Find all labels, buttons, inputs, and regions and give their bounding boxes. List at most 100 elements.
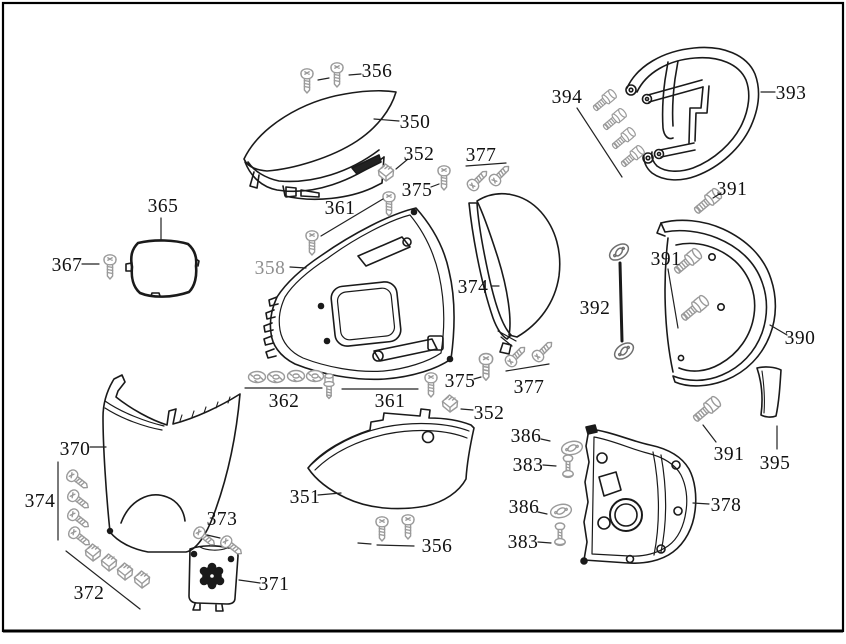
foot: [499, 342, 512, 355]
inner-line: [278, 214, 445, 372]
label-395: 395: [760, 453, 791, 474]
label-372: 372: [74, 583, 105, 604]
bolt-394-3: [609, 125, 638, 152]
leader-356-top-b: [348, 73, 362, 76]
clip-372-4: [133, 570, 151, 589]
clip-372-1: [84, 543, 102, 562]
ribs: [263, 296, 279, 359]
part-393-carrier-rack: [625, 46, 760, 181]
dot: [410, 208, 418, 216]
label-356-top: 356: [362, 61, 393, 82]
leader-373: [206, 534, 221, 539]
label-370: 370: [60, 439, 91, 460]
bolt-394-1: [590, 87, 619, 114]
screw-361-a: [305, 230, 319, 256]
foot: [249, 171, 260, 189]
screw-367: [103, 254, 117, 280]
screw-361-c: [424, 372, 438, 398]
label-350: 350: [400, 112, 431, 133]
part-350-top-cover: [243, 90, 397, 201]
label-375-bottom: 375: [445, 371, 476, 392]
crossbar-end-hole: [656, 151, 662, 157]
leader-383-upper: [542, 464, 557, 467]
label-391-middle: 391: [651, 249, 682, 270]
leader-372: [65, 550, 141, 610]
label-377-middle: 377: [514, 377, 545, 398]
label-352-top: 352: [404, 144, 435, 165]
corner-screw: [190, 550, 198, 558]
strap-hinge: [402, 237, 412, 247]
outline: [102, 374, 241, 553]
washer-362-1: [247, 370, 267, 384]
end-cap: [642, 152, 654, 164]
hole: [421, 430, 435, 444]
outline: [583, 428, 697, 564]
leader-386-upper: [540, 438, 551, 442]
inner-tube: [636, 56, 750, 172]
leader-391-top: [712, 192, 722, 199]
grommet-392-bottom: [610, 338, 638, 364]
leader-371: [238, 579, 261, 584]
leader-375-top: [430, 183, 440, 188]
inner-arch: [120, 494, 186, 524]
flange-arc: [664, 237, 674, 373]
hole: [677, 354, 685, 362]
screw-383-lower: [554, 522, 566, 547]
hole: [625, 554, 635, 564]
clip-352-top: [377, 163, 395, 182]
label-365: 365: [148, 196, 179, 217]
screw-361-b: [382, 191, 396, 217]
end-cap: [625, 84, 637, 96]
bolt-391-mid-b: [678, 293, 711, 324]
screw-375-top: [437, 165, 451, 191]
label-391-top: 391: [717, 179, 748, 200]
washer-362-4: [305, 369, 325, 383]
rosette-petal: [215, 576, 225, 586]
outline: [243, 90, 397, 172]
label-374-windshield: 374: [458, 277, 489, 298]
label-386-upper: 386: [511, 426, 542, 447]
opening-outer: [330, 281, 402, 347]
screw-374-4: [65, 524, 94, 550]
outline: [188, 545, 239, 605]
tab-bottom: [150, 292, 161, 297]
strap-end: [372, 350, 384, 362]
part-371-grille-plate: [188, 545, 239, 612]
corner-screw: [227, 555, 235, 563]
ring: [129, 239, 198, 298]
body: [476, 193, 561, 338]
hole: [716, 302, 725, 311]
part-378-housing: [580, 424, 697, 565]
leader-356-bottom-b: [376, 544, 415, 547]
hatch: [179, 396, 231, 422]
rod: [618, 261, 624, 343]
leader-352-middle: [460, 408, 474, 411]
rosette-petal: [207, 562, 217, 572]
label-367: 367: [52, 255, 83, 276]
leader-394: [576, 107, 623, 178]
corner-dot: [580, 557, 588, 565]
label-371: 371: [259, 574, 290, 595]
rosette-hole: [210, 574, 214, 578]
outer-tube: [626, 46, 760, 181]
hole: [597, 516, 611, 530]
part-390-rear-cover: [656, 219, 777, 387]
crossbar-bottom: [659, 142, 696, 158]
label-352-middle: 352: [474, 403, 505, 424]
screw-356-top-left: [300, 68, 314, 94]
ring-inner: [614, 503, 638, 527]
washer-362-2: [266, 370, 286, 384]
screw-377-top-b: [486, 161, 514, 189]
rosette-petal: [207, 580, 217, 590]
screw-356-bottom-left: [375, 516, 389, 542]
leader-350: [373, 118, 400, 122]
top-strap: [357, 236, 411, 267]
zigzag: [688, 85, 710, 144]
label-373: 373: [207, 509, 238, 530]
screw-374-2: [64, 487, 93, 513]
part-351-lower-panel: [307, 408, 475, 510]
strip: [468, 202, 512, 340]
bolt-391-bottom: [690, 394, 723, 425]
leader-356-bottom-a: [357, 542, 372, 545]
top-dip: [199, 546, 228, 551]
